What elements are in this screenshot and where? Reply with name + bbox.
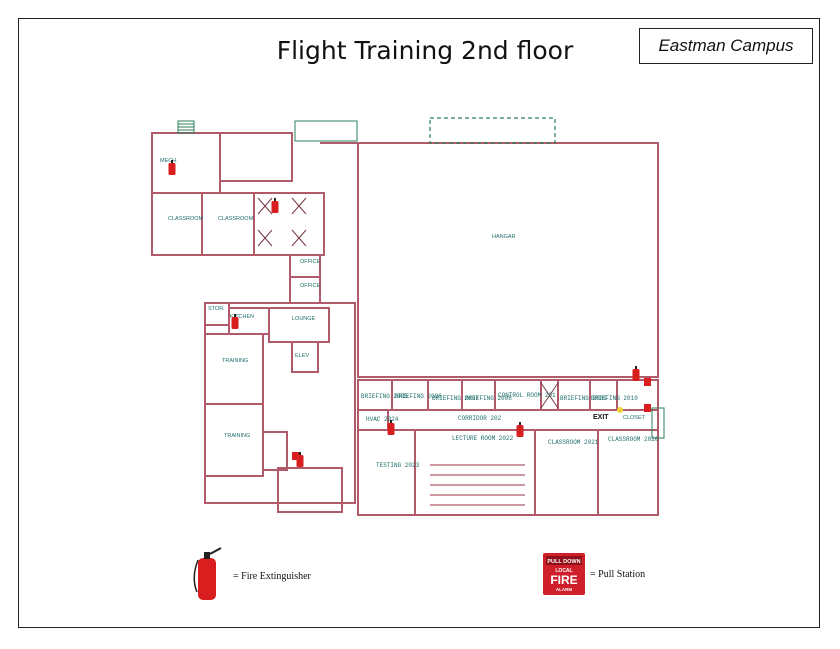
hangar-walls (357, 142, 659, 378)
training-2-room (204, 403, 264, 477)
label-corridor: CORRIDOR 202 (458, 415, 502, 422)
label-hvac: HVAC 2024 (366, 416, 399, 423)
legend-pull-station-icon: PULL DOWN LOCAL FIRE ALARM (543, 553, 585, 595)
label-classroom-a: CLASSROOM (168, 216, 204, 222)
label-lecture-room: LECTURE ROOM 2022 (452, 435, 514, 442)
label-classroom-2020: CLASSROOM 2020 (608, 436, 659, 443)
label-classroom-2021: CLASSROOM 2021 (548, 439, 599, 446)
pull-sign-top-text: PULL DOWN (547, 559, 580, 565)
label-closet: CLOSET (623, 415, 646, 421)
label-briefing-2007: BRIEFING 2007 (432, 395, 479, 402)
elev-room (291, 341, 319, 373)
fire-extinguisher-icon (516, 422, 524, 437)
fire-extinguisher-icon (632, 366, 640, 381)
fire-extinguisher-icon (387, 420, 395, 435)
pull-station-icon (644, 378, 651, 386)
exit-marker-icon (617, 407, 623, 413)
extinguisher-markers (168, 160, 640, 467)
campus-label: Eastman Campus (639, 28, 813, 64)
lounge-room (268, 307, 330, 343)
fire-extinguisher-icon (168, 160, 176, 175)
briefing-wing (357, 379, 659, 516)
classroom-b-room (201, 192, 255, 256)
label-control-room: CONTROL ROOM 201 (498, 392, 556, 399)
label-hangar: HANGAR (492, 234, 516, 240)
label-testing: TESTING 2023 (376, 462, 420, 469)
label-kitchen: KITCHEN (230, 314, 254, 320)
classroom-a-room (151, 192, 203, 256)
label-elev: ELEV (295, 353, 309, 359)
label-office-2: OFFICE (300, 283, 320, 289)
page-title: Flight Training 2nd floor (276, 36, 574, 65)
label-office-1: OFFICE (300, 259, 320, 265)
label-classroom-b: CLASSROOM (218, 216, 254, 222)
label-mech: MECH. (160, 158, 178, 164)
pull-sign-fire-text: FIRE (550, 573, 577, 587)
training-1-room (204, 333, 264, 405)
stair-bottom (277, 467, 343, 513)
pull-station-icon (644, 404, 651, 412)
label-briefing-2006: BRIEFING 2006 (395, 393, 442, 400)
restroom-block (253, 192, 325, 256)
hangar-door-dashed (429, 117, 556, 144)
pull-sign-local-text: LOCAL (555, 568, 572, 574)
label-exit: EXIT (593, 414, 609, 421)
pull-sign-alarm-text: ALARM (556, 587, 572, 592)
label-briefing-2009: BRIEFING 2009 (560, 395, 607, 402)
fire-extinguisher-icon (271, 198, 279, 213)
label-lounge: LOUNGE (292, 316, 316, 322)
stair-top (219, 132, 293, 182)
pull-station-icon (292, 452, 299, 460)
label-training-2: TRAINING (224, 433, 250, 439)
legend-pull-station-label: = Pull Station (590, 569, 646, 580)
label-briefing-2005: BRIEFING 2005 (361, 393, 408, 400)
page-frame (18, 18, 820, 628)
office-2-room (289, 276, 321, 304)
small-office (262, 431, 288, 471)
fire-extinguisher-icon (231, 314, 239, 329)
label-training-1: TRAINING (222, 358, 248, 364)
legend-fire-extinguisher-label: = Fire Extinguisher (233, 571, 311, 582)
label-stor: STOR. (208, 306, 225, 312)
legend-fire-extinguisher-icon (193, 547, 222, 600)
label-briefing-2008: BRIEFING 2008 (465, 395, 512, 402)
label-briefing-2010: BRIEFING 2010 (591, 395, 638, 402)
pull-station-markers (292, 378, 651, 460)
